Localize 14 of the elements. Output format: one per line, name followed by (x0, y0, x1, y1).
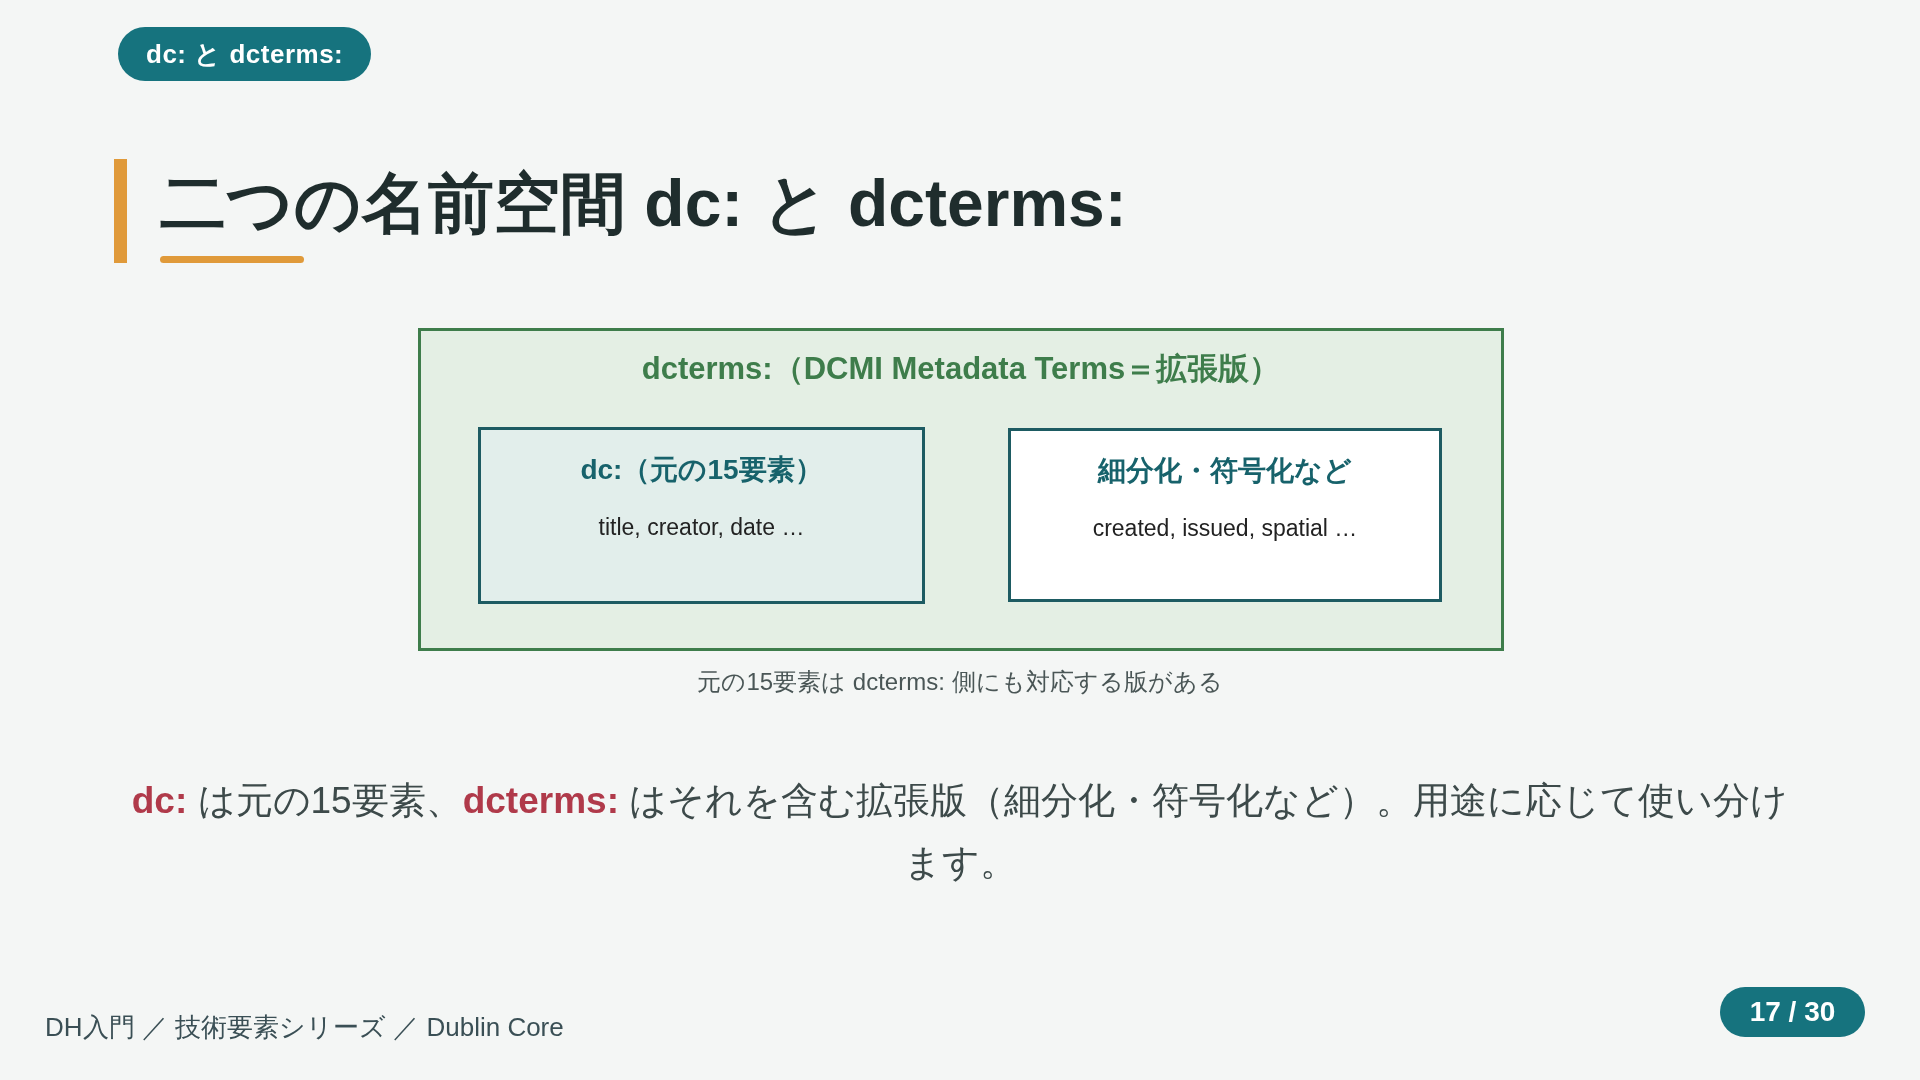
footer-text: DH入門 ／ 技術要素シリーズ ／ Dublin Core (45, 1011, 564, 1044)
category-box (1008, 428, 1442, 602)
box-heading: 細分化・符号化など (1098, 455, 1352, 486)
box-text: created, issued, spatial … (1092, 515, 1358, 541)
section-badge: dc: と dcterms: (118, 27, 372, 81)
box-text: title, creator, date … (598, 514, 805, 540)
box-heading: dcterms:（DCMI Metadata Terms＝拡張版） (641, 351, 1281, 386)
caption: 元の15要素は dcterms: 側にも対応する版がある (697, 668, 1223, 695)
body-text: dc: は元の15要素、dcterms: はそれを含む拡張版（細分化・符号化など）。用途に応じて使い分けます。 (130, 779, 1790, 885)
container-box (418, 328, 1504, 651)
category-box (478, 427, 925, 604)
page-number: 17 / 30 (1720, 987, 1865, 1037)
box-heading: dc:（元の15要素） (580, 454, 823, 485)
slide-title: 二つの名前空間 dc: と dcterms: (160, 167, 1127, 239)
